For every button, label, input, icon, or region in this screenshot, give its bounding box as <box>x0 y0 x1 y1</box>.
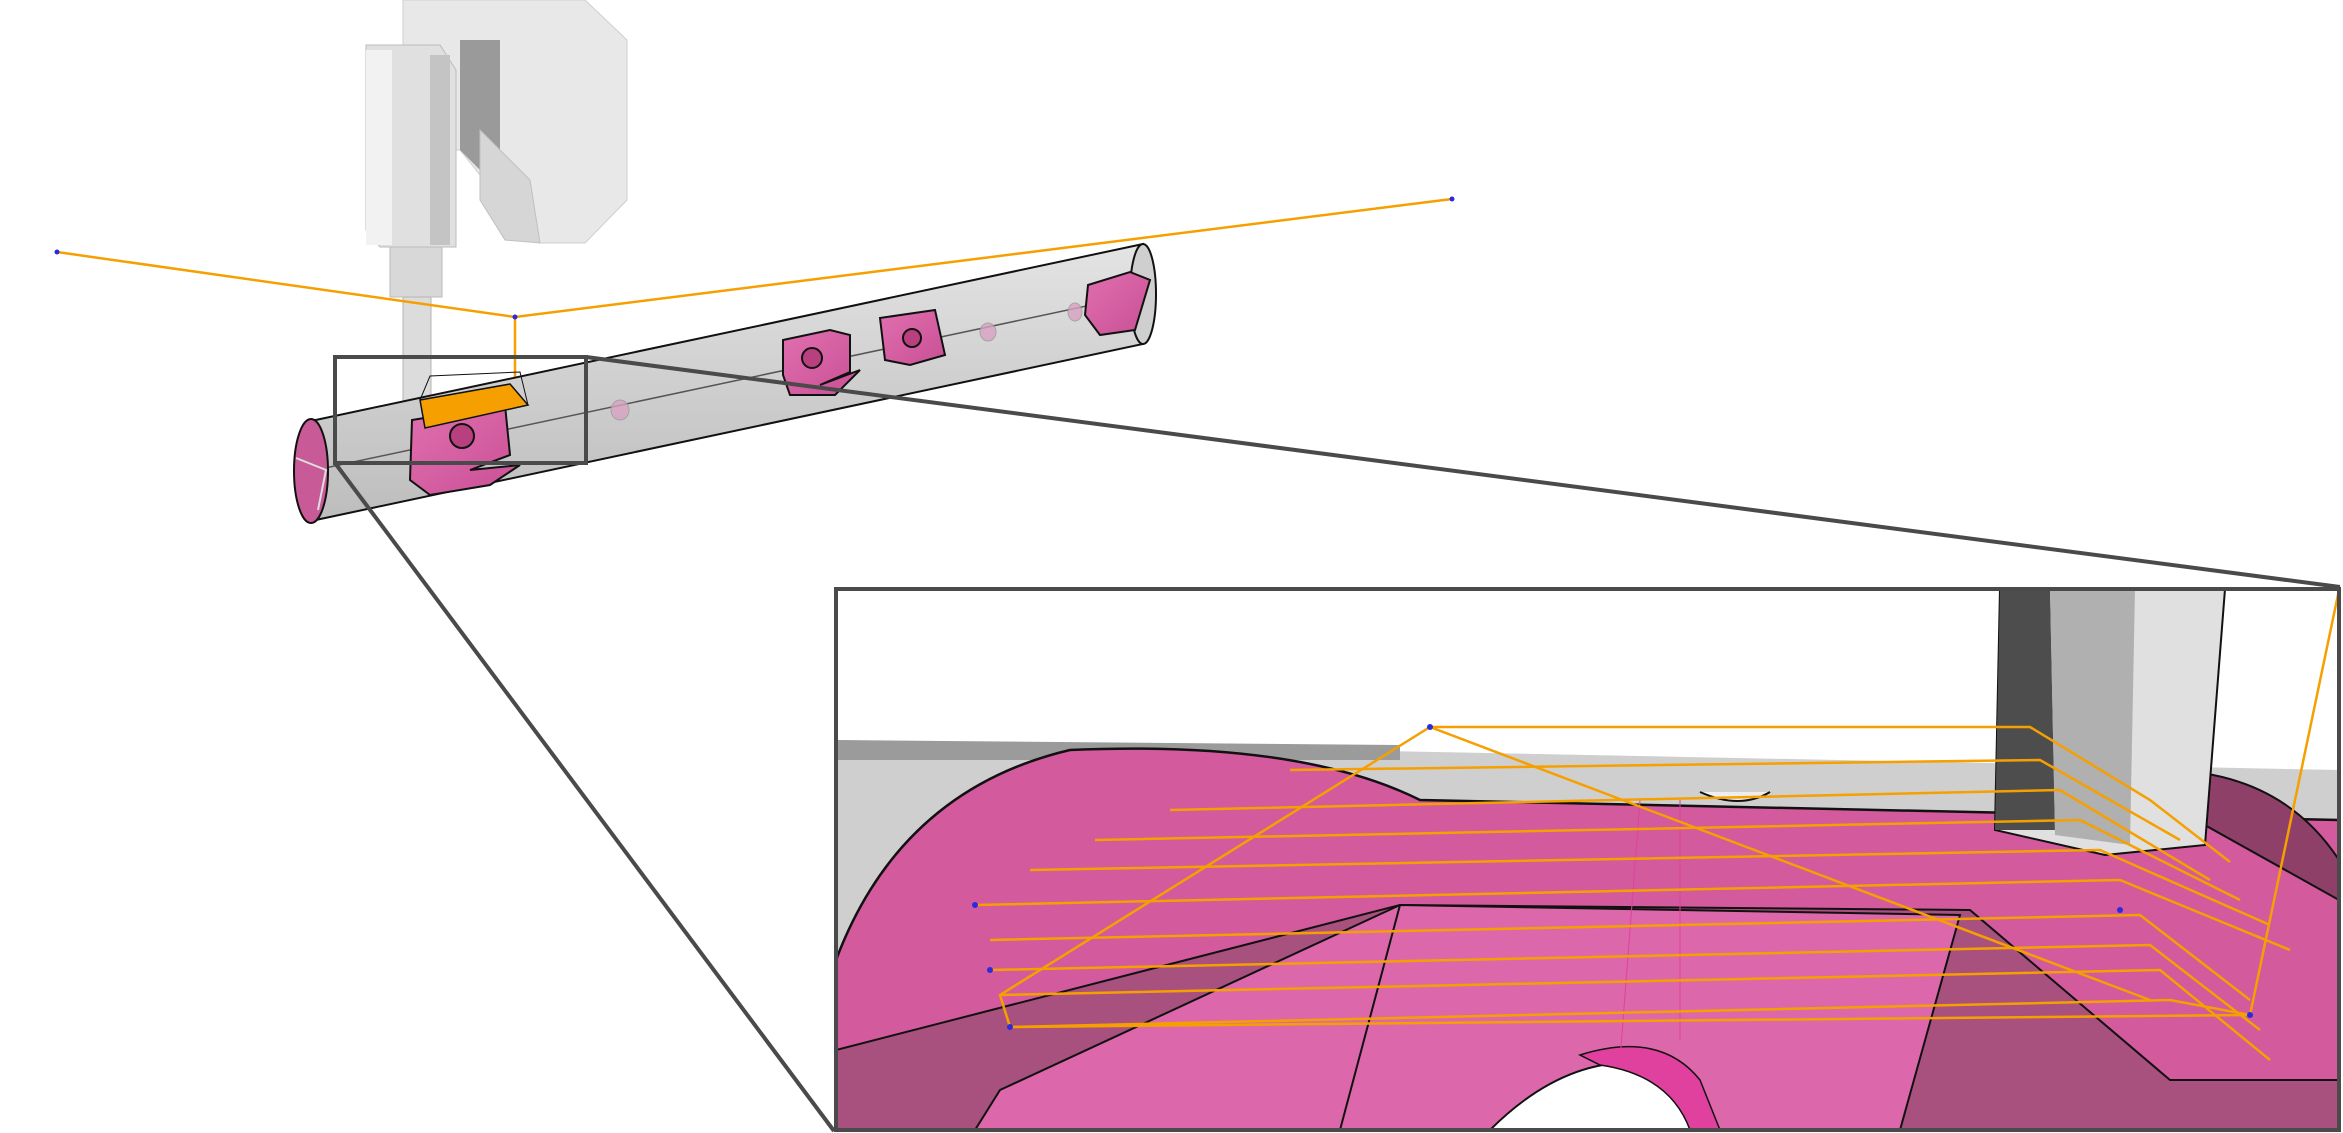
machine-head <box>365 0 628 413</box>
toolpath-point <box>54 249 60 255</box>
tube-part <box>293 242 1157 524</box>
toolpath-points <box>972 724 2253 1030</box>
toolpath-point <box>512 314 518 320</box>
zoom-indicator <box>333 355 2341 1133</box>
pocket-feature <box>408 270 1152 497</box>
detail-inset <box>834 587 2341 1132</box>
inset-frame <box>834 587 2341 1132</box>
toolpath-point <box>1449 196 1455 202</box>
toolpath-grid <box>974 589 2339 1061</box>
